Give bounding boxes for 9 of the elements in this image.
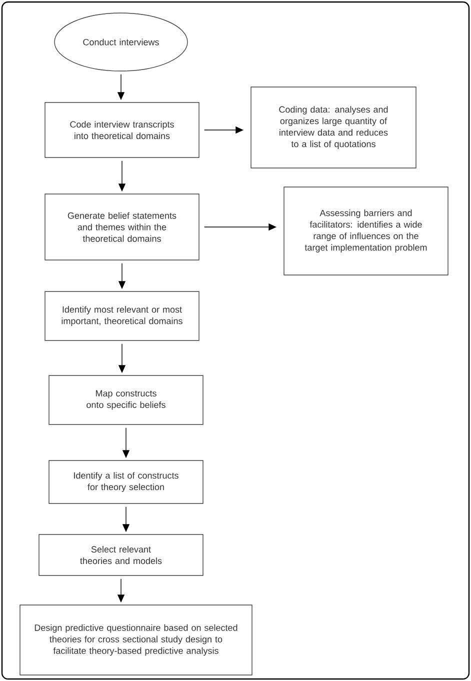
process-box: Coding data: analyses and organizes large quantity of interview data and reduces to a list of quotations [250,86,416,168]
process-box: Select relevant theories and models [38,534,204,576]
process-box: Map constructs onto specific beliefs [48,375,204,425]
process-box: Assessing barriers and facilitators: identifies a wide range of influences on the target implementation problem [284,186,448,276]
process-box: Code interview transcripts into theoretical domains [44,102,200,158]
process-box: Identify most relevant or most important, theoretical domains [44,291,200,341]
process-box: Generate belief statements and themes within the theoretical domains [44,194,200,260]
process-box: Design predictive questionnaire based on selected theories for cross sectional study design to facilitate theory-based predictive analysis [20,604,252,676]
process-box: Identify a list of constructs for theory selection [48,460,204,504]
